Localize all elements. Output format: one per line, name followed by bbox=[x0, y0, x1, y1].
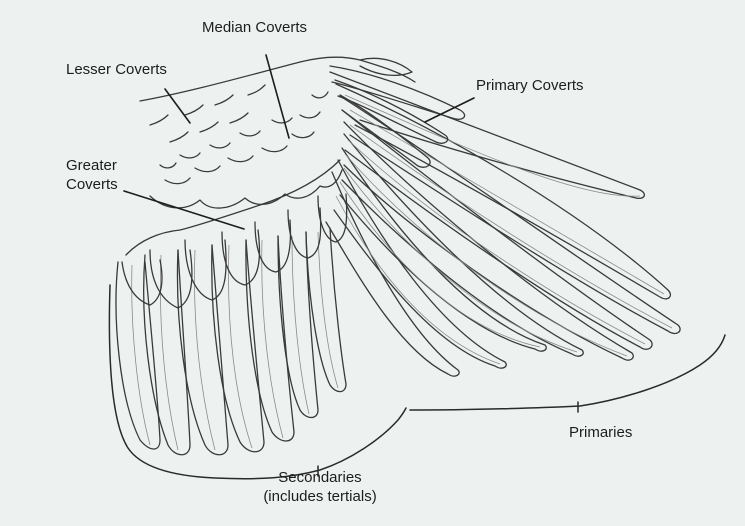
primary-coverts-label: Primary Coverts bbox=[476, 77, 584, 95]
greater-coverts-feathers bbox=[122, 160, 347, 308]
greater-coverts-leader bbox=[124, 191, 244, 229]
median-coverts-label: Median Coverts bbox=[202, 19, 307, 37]
secondaries-label-line1: Secondaries bbox=[250, 469, 390, 487]
primaries-label: Primaries bbox=[569, 424, 632, 442]
lesser-coverts-label: Lesser Coverts bbox=[66, 61, 167, 79]
lesser-coverts-leader bbox=[165, 89, 190, 123]
lesser-coverts-feathers bbox=[140, 57, 415, 142]
greater-coverts-label-line1: Greater bbox=[66, 157, 117, 175]
greater-coverts-label-line2: Coverts bbox=[66, 176, 118, 194]
median-coverts-feathers bbox=[150, 92, 342, 208]
primaries-feathers bbox=[326, 72, 680, 376]
secondaries-label-line2: (includes tertials) bbox=[240, 488, 400, 506]
primary-coverts-leader bbox=[425, 98, 474, 122]
